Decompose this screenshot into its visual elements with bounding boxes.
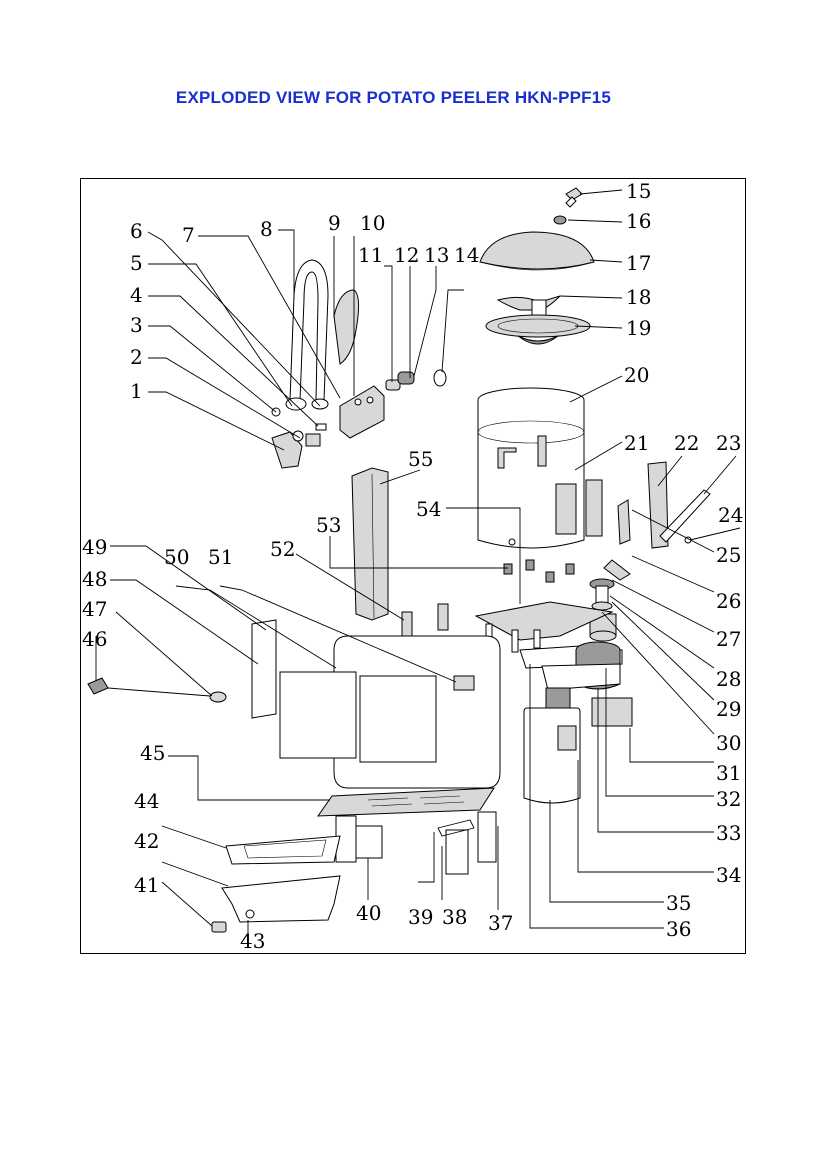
- label-14: 14: [454, 243, 479, 267]
- label-13: 13: [424, 243, 449, 267]
- part-1-7-small-parts: [271, 407, 327, 469]
- part-45-base-plate: [317, 787, 495, 817]
- label-53: 53: [316, 513, 341, 537]
- label-2: 2: [130, 345, 143, 369]
- label-3: 3: [130, 313, 143, 337]
- label-7: 7: [182, 223, 195, 247]
- part-46-47-cable: [87, 677, 227, 703]
- label-30: 30: [716, 731, 741, 755]
- title-model: HKN-PPF15: [514, 88, 612, 107]
- part-30-33-pulley: [519, 641, 623, 691]
- label-26: 26: [716, 589, 741, 613]
- label-54: 54: [416, 497, 441, 521]
- label-17: 17: [626, 251, 651, 275]
- label-24: 24: [718, 503, 743, 527]
- label-19: 19: [626, 316, 651, 340]
- label-39: 39: [408, 905, 433, 929]
- label-29: 29: [716, 697, 741, 721]
- part-54-platform: [474, 601, 614, 653]
- part-20-21-drum: [477, 387, 603, 549]
- label-16: 16: [626, 209, 651, 233]
- part-48-49-panels: [251, 619, 357, 759]
- diagram-frame: [80, 178, 746, 954]
- part-17-lid: [479, 231, 595, 271]
- part-37-40-legs: [335, 811, 497, 875]
- diagram-title: EXPLODED VIEW FOR POTATO PEELER HKN-PPF1…: [0, 88, 787, 108]
- label-31: 31: [716, 761, 741, 785]
- part-16-nut: [553, 215, 567, 225]
- label-25: 25: [716, 543, 741, 567]
- label-48: 48: [82, 567, 107, 591]
- label-28: 28: [716, 667, 741, 691]
- label-41: 41: [134, 873, 159, 897]
- part-42-44-trays: [221, 835, 341, 923]
- label-51: 51: [208, 545, 233, 569]
- part-18-19-agitator: [485, 295, 591, 345]
- part-53-pegs: [503, 559, 575, 583]
- label-20: 20: [624, 363, 649, 387]
- label-9: 9: [328, 211, 341, 235]
- label-22: 22: [674, 431, 699, 455]
- part-50-body: [333, 635, 501, 789]
- label-38: 38: [442, 905, 467, 929]
- label-12: 12: [394, 243, 419, 267]
- part-8-handle: [285, 259, 329, 411]
- label-32: 32: [716, 787, 741, 811]
- label-37: 37: [488, 911, 513, 935]
- label-18: 18: [626, 285, 651, 309]
- label-43: 43: [240, 929, 265, 953]
- part-26-arm: [603, 499, 631, 581]
- label-33: 33: [716, 821, 741, 845]
- label-42: 42: [134, 829, 159, 853]
- label-50: 50: [164, 545, 189, 569]
- label-36: 36: [666, 917, 691, 941]
- part-41-screw: [211, 921, 227, 933]
- part-9-tube: [333, 289, 360, 365]
- label-35: 35: [666, 891, 691, 915]
- label-52: 52: [270, 537, 295, 561]
- label-1: 1: [130, 379, 143, 403]
- part-34-36-motor: [523, 687, 633, 804]
- label-21: 21: [624, 431, 649, 455]
- label-8: 8: [260, 217, 273, 241]
- label-40: 40: [356, 901, 381, 925]
- label-46: 46: [82, 627, 107, 651]
- label-11: 11: [358, 243, 383, 267]
- label-10: 10: [360, 211, 385, 235]
- label-6: 6: [130, 219, 143, 243]
- leader-lines: [95, 189, 741, 944]
- label-34: 34: [716, 863, 741, 887]
- part-10-bracket: [339, 385, 385, 439]
- part-number-labels: 15 16 17 18 19 20 21 22 23 24 25 26 27 2…: [82, 179, 743, 953]
- label-23: 23: [716, 431, 741, 455]
- label-15: 15: [626, 179, 651, 203]
- label-49: 49: [82, 535, 107, 559]
- label-5: 5: [130, 251, 143, 275]
- part-55-column: [351, 467, 389, 621]
- label-55: 55: [408, 447, 433, 471]
- label-45: 45: [140, 741, 165, 765]
- label-44: 44: [134, 789, 159, 813]
- title-main: EXPLODED VIEW FOR POTATO PEELER: [175, 88, 510, 107]
- label-27: 27: [716, 627, 741, 651]
- part-23-lever: [659, 489, 711, 544]
- part-drawings: [87, 187, 711, 933]
- part-15-fitting: [565, 187, 583, 208]
- label-47: 47: [82, 597, 107, 621]
- label-4: 4: [130, 283, 143, 307]
- part-12-13-valve: [385, 369, 447, 391]
